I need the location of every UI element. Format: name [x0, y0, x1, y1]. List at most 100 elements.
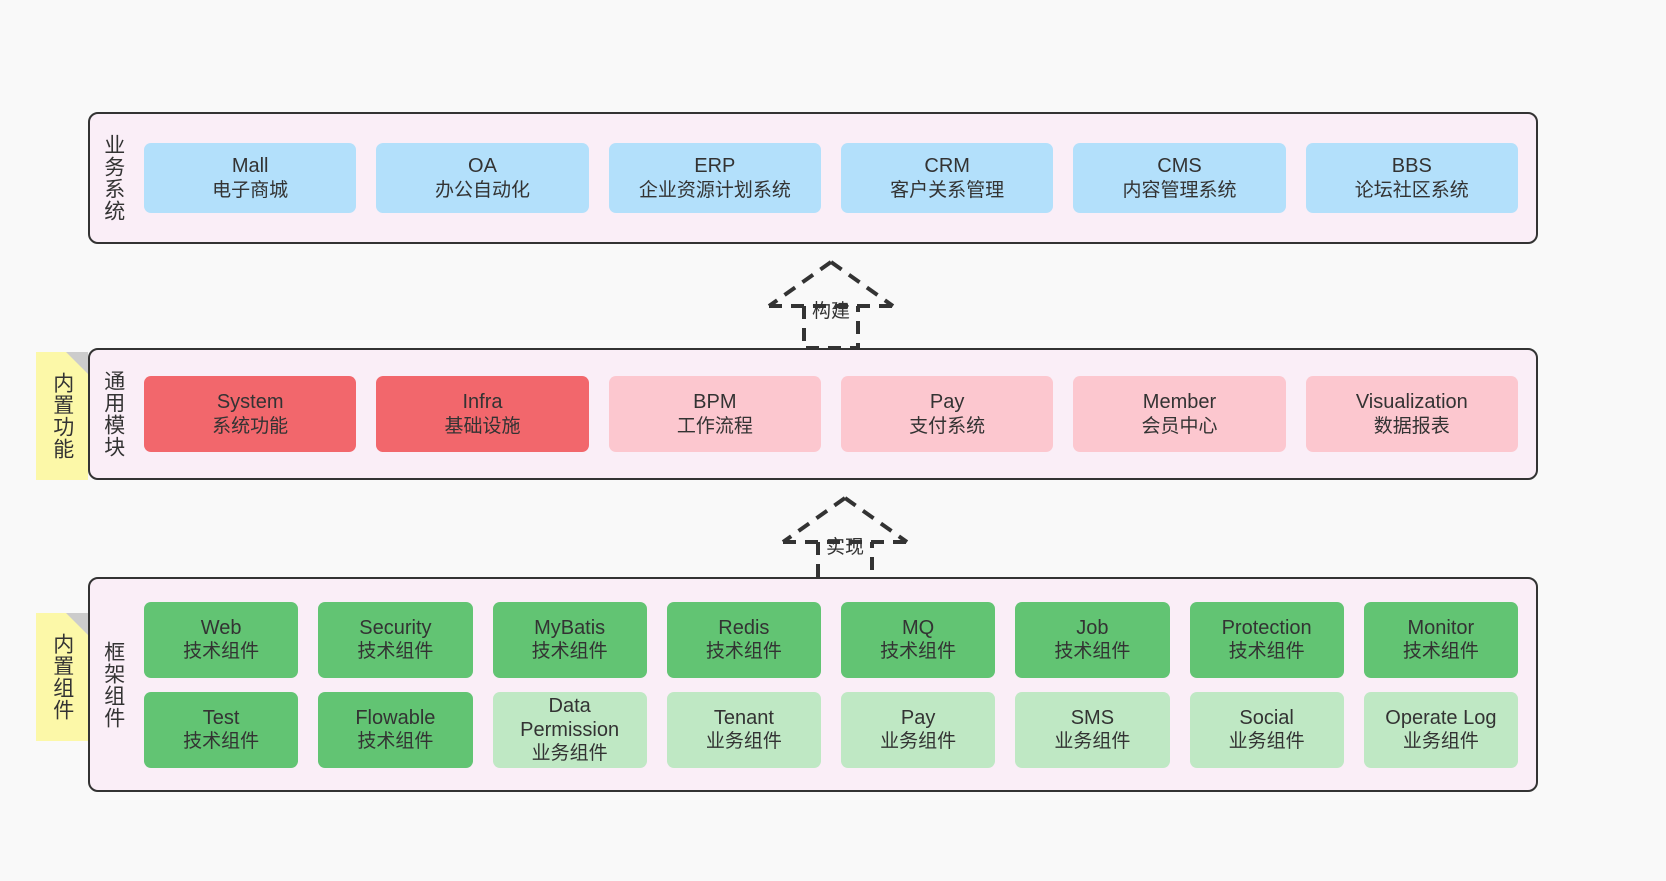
card-job[interactable]: Job 技术组件: [1015, 601, 1170, 678]
card-sms[interactable]: SMS 业务组件: [1015, 691, 1170, 768]
card-subtitle: 业务组件: [1228, 731, 1305, 753]
card-data-permission[interactable]: Data Permission 业务组件: [492, 691, 647, 768]
card-title: ERP: [694, 155, 736, 178]
card-title: Infra: [462, 391, 503, 414]
card-title: Visualization: [1355, 391, 1468, 414]
card-title: Tenant: [713, 706, 774, 729]
card-security[interactable]: Security 技术组件: [318, 601, 473, 678]
card-row: System 系统功能 Infra 基础设施 BPM 工作流程 Pay 支付系统…: [144, 376, 1518, 452]
card-web[interactable]: Web 技术组件: [144, 601, 299, 678]
card-subtitle: 技术组件: [1402, 641, 1479, 663]
card-row: Test 技术组件 Flowable 技术组件 Data Permission …: [144, 691, 1518, 768]
card-mybatis[interactable]: MyBatis 技术组件: [492, 601, 647, 678]
connector-label-realize: 实现: [825, 537, 864, 558]
card-subtitle: 办公自动化: [434, 179, 530, 201]
card-subtitle: 数据报表: [1373, 415, 1450, 437]
note-label: 内置功能: [50, 372, 74, 460]
card-mall[interactable]: Mall 电子商城: [144, 143, 357, 213]
note-label: 内置组件: [50, 633, 74, 721]
card-subtitle: 业务组件: [531, 743, 608, 765]
card-operate-log[interactable]: Operate Log 业务组件: [1363, 691, 1518, 768]
card-subtitle: 基础设施: [444, 415, 521, 437]
card-subtitle: 工作流程: [676, 415, 753, 437]
card-cms[interactable]: CMS 内容管理系统: [1073, 143, 1286, 213]
card-row: Mall 电子商城 OA 办公自动化 ERP 企业资源计划系统 CRM 客户关系…: [144, 143, 1518, 213]
card-title: BBS: [1391, 155, 1432, 178]
card-subtitle: 系统功能: [212, 415, 289, 437]
note-built-in-component: 内置组件: [36, 613, 88, 741]
card-subtitle: 技术组件: [705, 641, 782, 663]
card-subtitle: 技术组件: [183, 731, 260, 753]
card-flowable[interactable]: Flowable 技术组件: [318, 691, 473, 768]
card-title: Flowable: [355, 706, 436, 729]
card-crm[interactable]: CRM 客户关系管理: [840, 143, 1054, 213]
card-subtitle: 技术组件: [531, 641, 608, 663]
card-title: Mall: [231, 155, 269, 178]
card-subtitle: 技术组件: [1228, 641, 1305, 663]
card-title: BPM: [693, 391, 737, 414]
card-title: CRM: [924, 155, 970, 178]
card-erp[interactable]: ERP 企业资源计划系统: [608, 143, 821, 213]
card-test[interactable]: Test 技术组件: [144, 691, 299, 768]
card-subtitle: 业务组件: [1054, 731, 1131, 753]
card-subtitle: 企业资源计划系统: [638, 179, 791, 201]
layer-common-module: 通用模块 System 系统功能 Infra 基础设施 BPM 工作流程 Pay…: [88, 348, 1538, 480]
card-title: CMS: [1157, 155, 1202, 178]
card-bbs[interactable]: BBS 论坛社区系统: [1305, 143, 1518, 213]
layer-body-common-module: System 系统功能 Infra 基础设施 BPM 工作流程 Pay 支付系统…: [136, 350, 1536, 478]
card-title: System: [216, 391, 284, 414]
card-pay[interactable]: Pay 支付系统: [840, 376, 1054, 452]
layer-business-system: 业务系统 Mall 电子商城 OA 办公自动化 ERP 企业资源计划系统 CRM…: [88, 112, 1538, 244]
card-subtitle: 技术组件: [357, 731, 434, 753]
connector-realize: 实现: [770, 492, 920, 588]
card-infra[interactable]: Infra 基础设施: [376, 376, 589, 452]
card-title: MyBatis: [534, 616, 606, 639]
layer-framework-component: 框架组件 Web 技术组件 Security 技术组件 MyBatis 技术组件…: [88, 577, 1538, 792]
layer-title-business-system: 业务系统: [101, 134, 125, 222]
card-title: SMS: [1070, 706, 1115, 729]
card-title: Redis: [718, 616, 770, 639]
note-built-in-function: 内置功能: [36, 352, 88, 480]
card-title: Job: [1076, 616, 1109, 639]
card-subtitle: 论坛社区系统: [1354, 179, 1469, 201]
card-system[interactable]: System 系统功能: [144, 376, 357, 452]
card-subtitle: 业务组件: [880, 731, 957, 753]
card-subtitle: 客户关系管理: [890, 179, 1005, 201]
card-subtitle: 业务组件: [1402, 731, 1479, 753]
card-mq[interactable]: MQ 技术组件: [841, 601, 996, 678]
card-title: Pay: [929, 391, 965, 414]
card-subtitle: 技术组件: [183, 641, 260, 663]
card-member[interactable]: Member 会员中心: [1073, 376, 1286, 452]
card-bpm[interactable]: BPM 工作流程: [608, 376, 821, 452]
card-pay-business[interactable]: Pay 业务组件: [841, 691, 996, 768]
card-title: Data Permission: [520, 694, 620, 741]
layer-body-framework-component: Web 技术组件 Security 技术组件 MyBatis 技术组件 Redi…: [136, 579, 1536, 790]
card-title: OA: [468, 155, 497, 178]
card-redis[interactable]: Redis 技术组件: [666, 601, 821, 678]
card-subtitle: 技术组件: [880, 641, 957, 663]
card-title: Operate Log: [1385, 706, 1497, 729]
card-title: Pay: [900, 706, 936, 729]
card-subtitle: 技术组件: [1054, 641, 1131, 663]
card-title: Member: [1142, 391, 1217, 414]
card-subtitle: 业务组件: [705, 731, 782, 753]
card-monitor[interactable]: Monitor 技术组件: [1363, 601, 1518, 678]
card-protection[interactable]: Protection 技术组件: [1189, 601, 1344, 678]
card-subtitle: 内容管理系统: [1122, 179, 1237, 201]
card-title: Web: [200, 616, 242, 639]
layer-body-business-system: Mall 电子商城 OA 办公自动化 ERP 企业资源计划系统 CRM 客户关系…: [136, 114, 1536, 242]
card-subtitle: 会员中心: [1141, 415, 1218, 437]
card-visualization[interactable]: Visualization 数据报表: [1305, 376, 1518, 452]
card-subtitle: 电子商城: [212, 179, 289, 201]
card-row: Web 技术组件 Security 技术组件 MyBatis 技术组件 Redi…: [144, 601, 1518, 678]
card-oa[interactable]: OA 办公自动化: [376, 143, 589, 213]
card-title: Protection: [1221, 616, 1312, 639]
card-title: Social: [1239, 706, 1294, 729]
card-social[interactable]: Social 业务组件: [1189, 691, 1344, 768]
card-title: Security: [359, 616, 432, 639]
card-tenant[interactable]: Tenant 业务组件: [666, 691, 821, 768]
card-subtitle: 技术组件: [357, 641, 434, 663]
layer-title-common-module: 通用模块: [101, 370, 125, 458]
card-subtitle: 支付系统: [909, 415, 986, 437]
